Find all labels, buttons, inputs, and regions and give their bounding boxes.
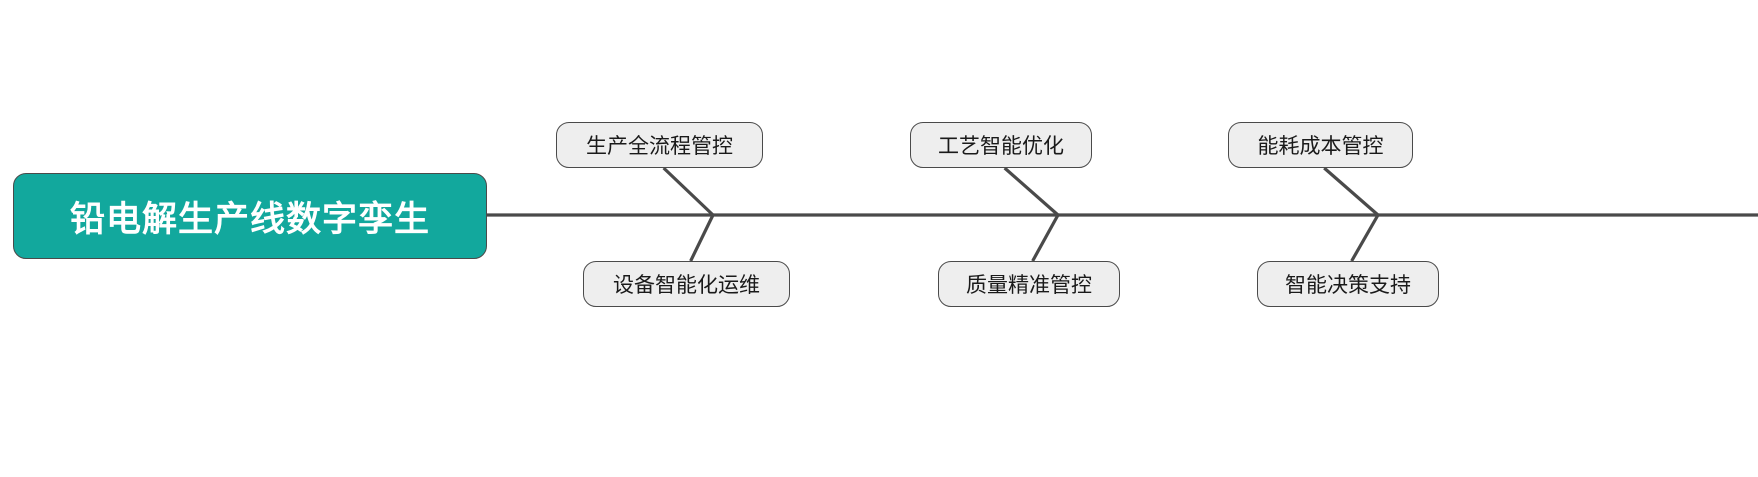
branch-node-upper-1[interactable]: 生产全流程管控 <box>556 122 763 168</box>
branch-node-upper-2[interactable]: 工艺智能优化 <box>910 122 1092 168</box>
rib-upper-3 <box>1323 166 1380 217</box>
branch-node-label: 智能决策支持 <box>1285 274 1411 297</box>
rib-upper-1 <box>662 166 715 217</box>
branch-node-lower-1[interactable]: 设备智能化运维 <box>583 261 790 307</box>
branch-node-label: 生产全流程管控 <box>586 135 733 158</box>
rib-upper-2 <box>1003 166 1060 217</box>
root-node-label: 铅电解生产线数字孪生 <box>69 199 430 239</box>
branch-node-label: 设备智能化运维 <box>613 274 760 297</box>
branch-node-label: 工艺智能优化 <box>938 135 1064 158</box>
branch-node-upper-3[interactable]: 能耗成本管控 <box>1228 122 1413 168</box>
connector-lines <box>487 166 1758 262</box>
rib-lower-2 <box>1031 214 1060 262</box>
rib-lower-1 <box>689 214 715 262</box>
rib-lower-3 <box>1350 214 1380 262</box>
branch-node-lower-3[interactable]: 智能决策支持 <box>1257 261 1439 307</box>
branch-node-label: 能耗成本管控 <box>1257 135 1384 158</box>
root-node-lead-electrolysis-digital-twin[interactable]: 铅电解生产线数字孪生 <box>13 173 487 259</box>
branch-node-lower-2[interactable]: 质量精准管控 <box>938 261 1120 307</box>
branch-node-label: 质量精准管控 <box>966 274 1092 297</box>
